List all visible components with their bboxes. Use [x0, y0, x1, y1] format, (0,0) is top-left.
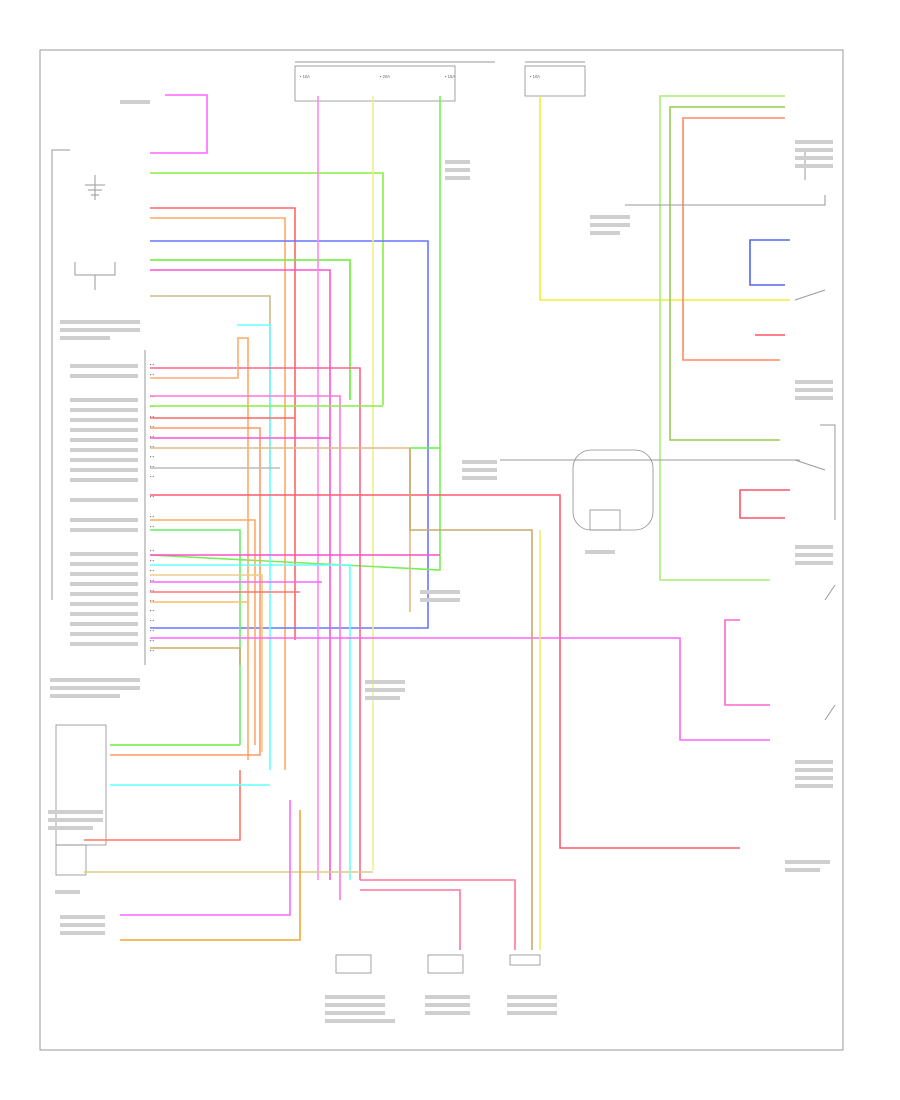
wire-pink-2 [150, 269, 331, 880]
wire-cyan-3 [150, 564, 351, 880]
svg-text:▪ ▪: ▪ ▪ [150, 598, 155, 603]
wire-blue-right [749, 239, 790, 286]
svg-text:▪ ▪: ▪ ▪ [150, 464, 155, 469]
svg-text:▪ 15A: ▪ 15A [445, 74, 455, 79]
wire-tan-1 [150, 295, 271, 470]
wire-tan-long [150, 647, 241, 665]
svg-text:▪ ▪: ▪ ▪ [150, 618, 155, 623]
switch-icon [625, 150, 836, 721]
wire-pink-bottom2 [360, 889, 461, 950]
svg-text:▪ ▪: ▪ ▪ [150, 558, 155, 563]
wire-green-1 [150, 172, 384, 405]
wire-pink-mid [150, 395, 341, 900]
wire-yellow-right [539, 96, 790, 301]
wire-lightgreen-right [659, 95, 785, 581]
wire-green-2 [150, 259, 351, 400]
svg-text:▪ ▪: ▪ ▪ [150, 548, 155, 553]
bottom-sensors [335, 954, 541, 974]
wire-red-mid [150, 367, 361, 880]
wire-red-right [739, 489, 790, 519]
svg-text:▪ ▪: ▪ ▪ [150, 514, 155, 519]
wire-red-1 [150, 207, 296, 640]
wire-orange-1 [150, 217, 286, 770]
wire-tan-vert [409, 448, 533, 950]
wire-green-3 [150, 529, 241, 745]
svg-text:▪ ▪: ▪ ▪ [150, 638, 155, 643]
svg-text:▪ ▪: ▪ ▪ [150, 578, 155, 583]
ground-icon [85, 175, 105, 200]
wire-tan-3 [150, 574, 263, 752]
svg-text:▪ ▪: ▪ ▪ [150, 608, 155, 613]
connector-icon [335, 954, 372, 974]
wire-orange-mid [150, 338, 239, 379]
svg-text:▪ ▪: ▪ ▪ [150, 648, 155, 653]
wire-cyan-1 [237, 324, 271, 770]
wire-pink-right [724, 619, 770, 706]
left-components [51, 149, 146, 876]
svg-text:▪ ▪: ▪ ▪ [150, 568, 155, 573]
svg-text:▪ ▪: ▪ ▪ [150, 444, 155, 449]
motor-icon [500, 449, 800, 531]
wire-yellow-bl [120, 810, 301, 941]
wire-darkgreen-right [669, 106, 785, 441]
svg-text:▪ ▪: ▪ ▪ [150, 414, 155, 419]
fuse-panel: ▪ 10A ▪ 20A ▪ 15A ▪ 10A [294, 61, 586, 102]
wire-pink-bl [120, 800, 291, 916]
label-blocks [48, 100, 833, 1023]
svg-text:▪ ▪: ▪ ▪ [150, 524, 155, 529]
svg-text:▪ ▪: ▪ ▪ [150, 424, 155, 429]
svg-text:▪ ▪: ▪ ▪ [150, 372, 155, 377]
wire-blue-1 [150, 240, 429, 629]
wire-red-long [150, 494, 740, 849]
svg-text:▪ ▪: ▪ ▪ [150, 494, 155, 499]
wire-pink-top [150, 94, 208, 154]
svg-text:▪ 10A: ▪ 10A [300, 74, 310, 79]
wires [84, 94, 790, 950]
svg-text:▪ 20A: ▪ 20A [380, 74, 390, 79]
svg-text:▪ ▪: ▪ ▪ [150, 454, 155, 459]
diagram-frame [39, 49, 844, 1051]
svg-text:▪ 10A: ▪ 10A [530, 74, 540, 79]
svg-text:▪ ▪: ▪ ▪ [150, 474, 155, 479]
wire-green-fuse [149, 96, 441, 571]
wire-orange-3 [150, 519, 256, 745]
wire-orange-right [682, 117, 785, 361]
svg-text:▪ ▪: ▪ ▪ [150, 588, 155, 593]
wire-red-bottom [84, 770, 241, 841]
svg-text:▪ ▪: ▪ ▪ [150, 628, 155, 633]
wire-orange-2 [237, 337, 249, 760]
svg-text:▪ ▪: ▪ ▪ [150, 434, 155, 439]
wire-pink-bottom [360, 879, 516, 950]
wire-pink-long [150, 637, 770, 741]
svg-text:▪ ▪: ▪ ▪ [150, 362, 155, 367]
